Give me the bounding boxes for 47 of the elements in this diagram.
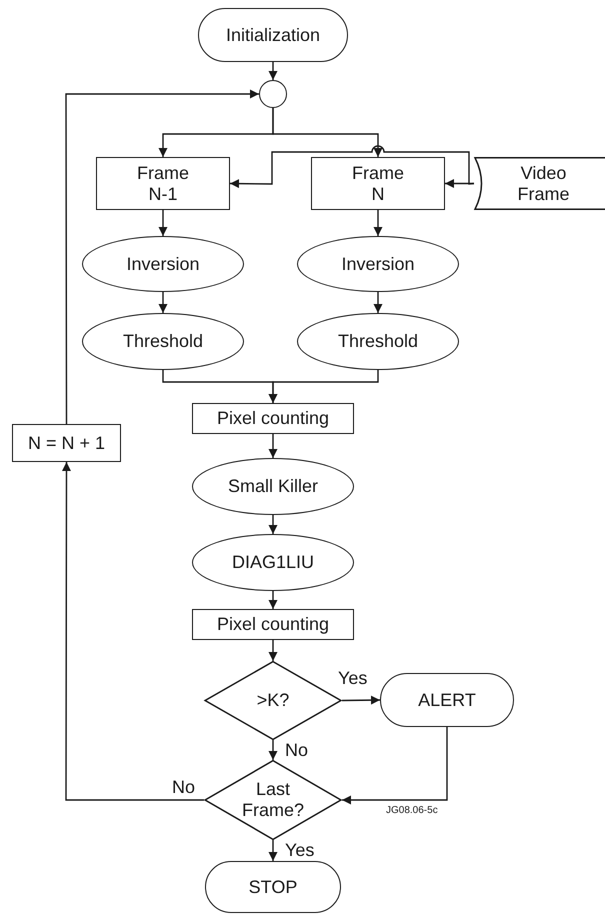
arrow — [62, 462, 204, 801]
process-box — [12, 424, 121, 462]
node-label: Small Killer — [228, 476, 318, 497]
arrow — [268, 740, 278, 760]
node-label: Pixel counting — [216, 408, 330, 429]
arrow — [268, 370, 379, 403]
arrow — [268, 840, 278, 861]
node-label: DIAG1LIU — [232, 552, 314, 573]
arrow — [230, 145, 474, 188]
terminal-shape — [380, 673, 514, 727]
terminal-shape — [198, 8, 348, 62]
arrow — [268, 640, 278, 661]
arrow — [158, 292, 168, 313]
node-label: Inversion — [341, 254, 415, 274]
connector-circle — [259, 80, 287, 108]
arrow — [268, 591, 278, 609]
node-label: Frame N-1 — [136, 162, 189, 204]
arrow — [342, 727, 448, 804]
node-label: >K? — [256, 690, 290, 711]
node-label: Last Frame? — [242, 779, 304, 821]
terminal-shape — [205, 861, 341, 913]
arrow — [374, 210, 382, 236]
node-label: Threshold — [338, 331, 418, 352]
data-input-shape — [474, 157, 605, 210]
figure-code: JG08.06-5c — [386, 805, 438, 816]
arrow — [268, 434, 278, 458]
node-label: ALERT — [418, 690, 476, 710]
node-label: Initialization — [226, 24, 320, 46]
node-label: Video Frame — [516, 162, 570, 204]
node-label: STOP — [248, 876, 298, 898]
arrow — [374, 292, 382, 313]
process-box — [192, 609, 354, 640]
node-label: Frame N — [352, 162, 404, 204]
arrow — [268, 515, 278, 534]
decision-diamond — [204, 760, 342, 840]
node-label: Threshold — [122, 331, 204, 352]
node-label: Inversion — [126, 254, 200, 274]
process-box — [96, 157, 230, 210]
arrow — [268, 62, 278, 80]
arrow — [342, 696, 380, 705]
arrow — [158, 210, 168, 236]
node-label: Pixel counting — [216, 614, 330, 635]
node-label: N = N + 1 — [28, 432, 106, 454]
process-box — [192, 403, 354, 434]
process-box — [311, 157, 445, 210]
arrow — [272, 108, 382, 157]
arrow — [65, 90, 259, 424]
